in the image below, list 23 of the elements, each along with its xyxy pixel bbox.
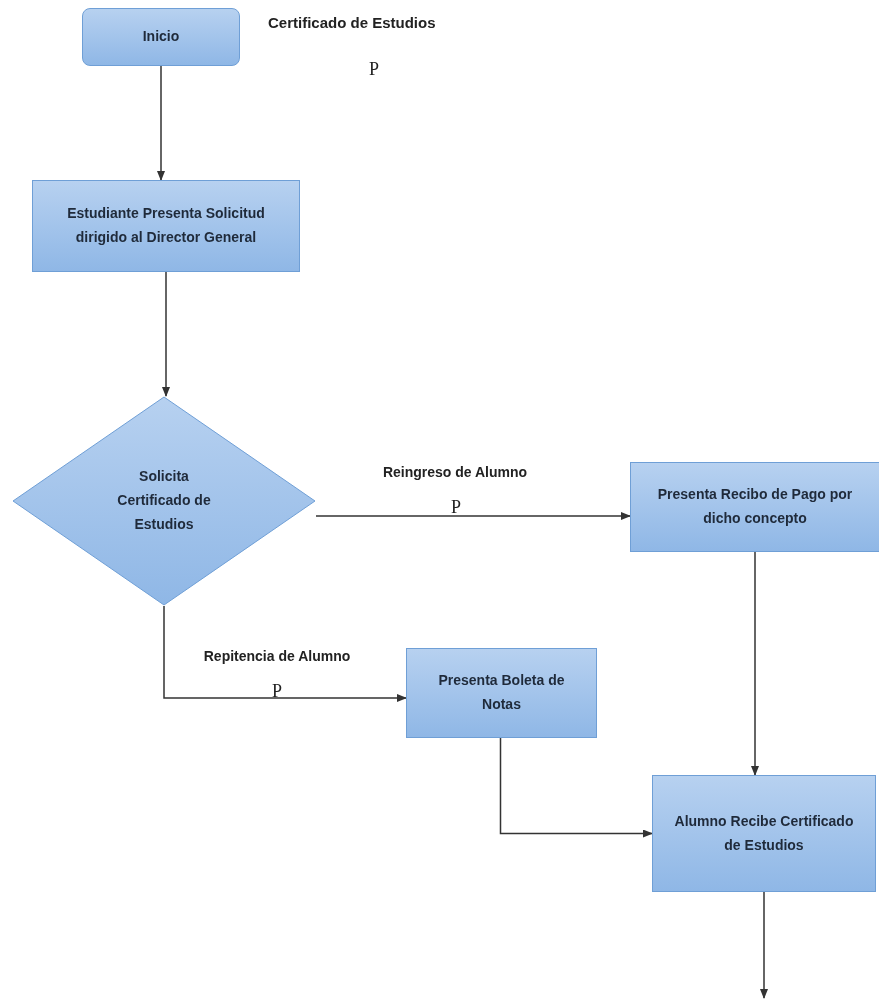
note-label: P xyxy=(272,680,282,703)
arrow xyxy=(499,737,653,838)
title: Certificado de Estudios xyxy=(268,13,436,33)
arrow xyxy=(162,271,170,397)
arrow xyxy=(760,891,768,999)
process-box xyxy=(630,462,879,552)
start-box xyxy=(82,8,240,66)
node-text: Inicio xyxy=(142,27,180,47)
process-box xyxy=(652,775,876,892)
decision-diamond xyxy=(12,396,316,606)
note-label: P xyxy=(451,496,461,519)
node-text: Presenta Recibo de Pago por dicho concepto xyxy=(656,485,854,528)
process-box xyxy=(406,648,597,738)
arrow xyxy=(751,551,759,776)
node-text: Estudiante Presenta Solicitud dirigido al Director General xyxy=(66,204,266,247)
process-box xyxy=(32,180,300,272)
node-text: Presenta Boleta de Notas xyxy=(437,671,566,714)
arrow xyxy=(315,512,631,520)
note-label: P xyxy=(369,58,379,81)
arrow xyxy=(157,65,165,181)
node-text: Alumno Recibe Certificado de Estudios xyxy=(673,811,855,855)
node-text: Solicita Certificado de Estudios xyxy=(116,467,212,534)
arrow xyxy=(163,605,407,702)
